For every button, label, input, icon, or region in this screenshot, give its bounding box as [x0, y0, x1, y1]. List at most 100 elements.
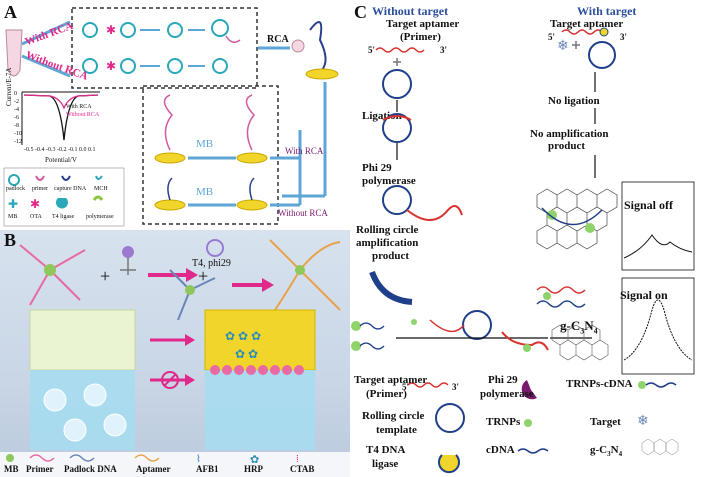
svg-text:✿: ✿ [250, 454, 259, 466]
cv-ylabel: Current/E-7A [5, 67, 13, 107]
legend-b-mb: MB [4, 464, 19, 474]
mb-label-1: MB [196, 138, 214, 150]
panel-b-label: B [4, 230, 17, 250]
legend-rolling-b: template [376, 424, 417, 436]
svg-text:+: + [198, 266, 208, 286]
legend-three: 3' [452, 382, 460, 392]
cv-legend-without: Without RCA [66, 112, 100, 118]
with-target-heading: With target [577, 4, 637, 18]
panel-c: C Without target With target Target apta… [351, 0, 707, 477]
curved-arrow [369, 270, 413, 305]
legend-trnps: TRNPs [486, 416, 521, 428]
signal-on-chart [621, 277, 695, 375]
result-box-top [204, 309, 316, 371]
legend-five: 5' [402, 382, 410, 392]
legend-b-primer: Primer [26, 464, 54, 474]
panel-c-artwork: ❄ [351, 27, 695, 474]
five-prime-1: 5' [368, 45, 376, 55]
cv-legend-with: With RCA [66, 104, 92, 110]
target-aptamer-left: Target aptamer [386, 18, 460, 30]
target-aptamer-right: Target aptamer [550, 18, 624, 30]
primer-left: (Primer) [400, 31, 441, 43]
signal-off-label: Signal off [624, 198, 674, 212]
legend-mb: MB [8, 214, 18, 220]
with-rca-arrow [21, 20, 71, 46]
cv-yticks: 0-2-4-6-8-10-12 [14, 91, 22, 145]
legend-b-padlock: Padlock DNA [64, 464, 117, 474]
reagent-label: T4, phi29 [192, 258, 231, 269]
svg-text:+: + [100, 266, 110, 286]
reaction-row-2: ✱ [82, 58, 228, 74]
no-amplification-2: product [548, 140, 586, 152]
legend-mch: MCH [94, 186, 108, 192]
bottom-reaction-row [351, 286, 592, 352]
svg-text:⁞: ⁞ [296, 454, 299, 465]
with-rca-label-2: With RCA [285, 146, 324, 156]
legend-target: Target [590, 416, 621, 428]
sample-tube-icon [5, 29, 23, 77]
panel-b-legend-bg [0, 452, 350, 477]
rca-strand-icon [309, 21, 327, 71]
gc3n4-network-on [551, 324, 609, 361]
primer-probe-icon [19, 244, 86, 306]
template-circle-1 [382, 69, 412, 99]
svg-text:❄: ❄ [557, 39, 569, 54]
svg-text:❄: ❄ [637, 414, 649, 429]
panel-b-artwork: + + ✿ ✿ ✿ [0, 239, 350, 477]
svg-text:✱: ✱ [106, 59, 116, 73]
cv-xlabel: Potential/V [45, 156, 77, 164]
legend-trnps-cdna: TRNPs-cDNA [566, 378, 633, 390]
legend-target-aptamer: Target aptamer [354, 374, 428, 386]
gc3n4-label: g-C3N4 [560, 318, 598, 336]
svg-text:✱: ✱ [30, 197, 40, 211]
legend-b-afb1: AFB1 [196, 464, 219, 474]
without-target-heading: Without target [372, 4, 449, 18]
svg-text:✿ ✿ ✿: ✿ ✿ ✿ [225, 329, 261, 343]
legend-rolling-a: Rolling circle [362, 410, 425, 422]
legend-phi29-b: polymerase [480, 388, 534, 400]
legend-padlock: padlock [6, 186, 25, 192]
rolling-template-icon [435, 403, 465, 433]
panel-a-label: A [4, 2, 17, 22]
five-prime-2: 5' [548, 32, 556, 42]
rca-product-3: product [372, 250, 410, 262]
panel-c-label: C [354, 2, 367, 22]
signal-off-chart [621, 181, 695, 271]
panel-a: A ✱ ✱ [0, 0, 350, 230]
three-prime-2: 3' [620, 32, 628, 42]
legend-b-aptamer: Aptamer [136, 464, 171, 474]
reaction-row-1: ✱ [82, 19, 241, 43]
rca-reaction-box [71, 7, 258, 89]
signal-on-label: Signal on [620, 288, 668, 302]
with-rca-curve [23, 94, 99, 141]
no-ligation-label: No ligation [548, 95, 600, 107]
initial-box-top [29, 309, 136, 371]
phi29-icon [521, 380, 537, 400]
cv-xticks: -0.5 -0.4 -0.3 -0.2 -0.1 0.0 0.1 [24, 147, 96, 153]
without-rca-curve [23, 94, 99, 110]
rca-label: RCA [267, 34, 289, 45]
legend-b-ctab: CTAB [290, 464, 315, 474]
legend-cdna: cDNA [486, 444, 515, 456]
svg-text:✚: ✚ [8, 197, 18, 211]
phi29-label-1: Phi 29 [362, 162, 392, 174]
legend-ota: OTA [30, 214, 42, 220]
ctab-droplet-row [210, 365, 304, 375]
result-box-bottom [205, 370, 315, 450]
legend-primer: (Primer) [366, 388, 407, 400]
legend-t4-ligase: T4 ligase [52, 214, 75, 220]
legend-t4-b: ligase [372, 458, 399, 470]
without-rca-arrow [21, 54, 71, 78]
panel-a-artwork: ✱ ✱ [3, 7, 339, 227]
legend-t4-a: T4 DNA [366, 444, 406, 456]
mb-label-2: MB [196, 186, 214, 198]
no-amplification-1: No amplification [530, 128, 609, 140]
svg-text:⌇: ⌇ [196, 454, 201, 465]
legend-primer: primer [32, 186, 48, 192]
legend-capture-dna: capture DNA [54, 186, 87, 192]
rca-product-2: amplification [356, 237, 419, 249]
without-rca-label-2: Without RCA [278, 208, 328, 218]
detection-box [142, 85, 279, 225]
cv-chart [21, 91, 100, 145]
svg-text:✱: ✱ [106, 23, 116, 37]
